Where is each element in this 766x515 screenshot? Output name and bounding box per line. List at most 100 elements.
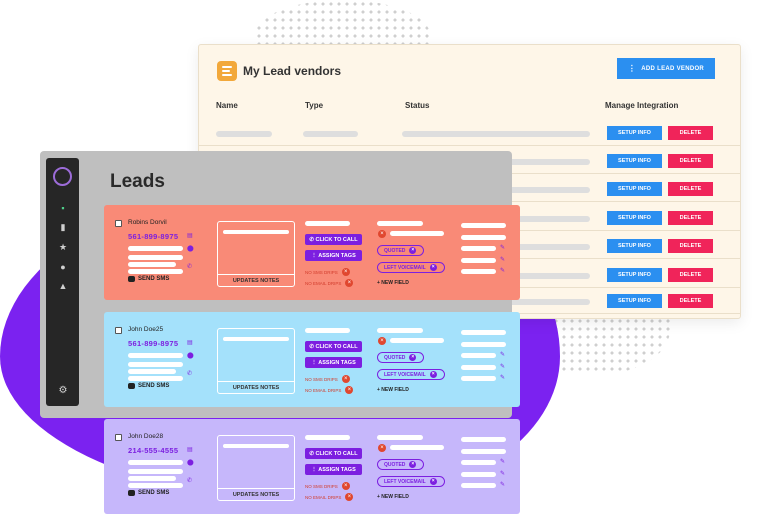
circle-icon[interactable]: ● (60, 262, 66, 272)
star-icon[interactable]: ★ (58, 242, 68, 252)
delete-button[interactable]: DELETE (668, 211, 713, 225)
delete-button[interactable]: DELETE (668, 126, 713, 140)
close-icon[interactable]: × (429, 478, 437, 485)
info-placeholder (128, 246, 183, 251)
settings-icon[interactable]: ⚙ (58, 385, 68, 396)
assign-tags-button[interactable]: ⋮ ASSIGN TAGS (305, 357, 362, 368)
delete-button[interactable]: DELETE (668, 154, 713, 168)
new-field-button[interactable]: + NEW FIELD (377, 387, 409, 393)
setup-info-button[interactable]: SETUP INFO (607, 211, 662, 225)
setup-info-button[interactable]: SETUP INFO (607, 154, 662, 168)
edit-icon[interactable]: ✎ (500, 375, 506, 381)
delete-button[interactable]: DELETE (668, 268, 713, 282)
info-placeholder (128, 476, 176, 481)
close-icon[interactable]: × (345, 279, 354, 287)
list-icon (217, 61, 237, 81)
edit-icon[interactable]: ✎ (500, 268, 506, 274)
quoted-tag[interactable]: QUOTED× (377, 459, 424, 470)
dashboard-icon[interactable]: ▪ (61, 203, 65, 213)
lead-phone[interactable]: 214-555-4555 (128, 446, 179, 455)
close-icon[interactable]: × (429, 264, 437, 271)
send-sms-button[interactable]: SEND SMS (128, 276, 169, 282)
close-icon[interactable]: × (409, 354, 417, 361)
notes-box[interactable]: UPDATES NOTES (217, 221, 295, 287)
left-voicemail-tag[interactable]: LEFT VOICEMAIL× (377, 262, 445, 273)
select-checkbox[interactable] (115, 220, 122, 227)
select-checkbox[interactable] (115, 434, 122, 441)
notes-box[interactable]: UPDATES NOTES (217, 328, 295, 394)
notes-box[interactable]: UPDATES NOTES (217, 435, 295, 501)
notes-input[interactable] (223, 444, 289, 448)
update-notes-button[interactable]: UPDATES NOTES (218, 381, 294, 393)
click-to-call-button[interactable]: ✆ CLICK TO CALL (305, 341, 362, 352)
triangle-icon[interactable]: ▲ (58, 281, 68, 291)
setup-info-button[interactable]: SETUP INFO (607, 182, 662, 196)
close-icon[interactable]: × (429, 371, 437, 378)
left-voicemail-tag[interactable]: LEFT VOICEMAIL× (377, 369, 445, 380)
edit-icon[interactable]: ✎ (500, 352, 506, 358)
close-icon[interactable]: × (409, 461, 417, 468)
vendor-row: SETUP INFO DELETE (199, 119, 740, 146)
edit-icon[interactable]: ✎ (500, 471, 506, 477)
close-icon[interactable]: × (341, 482, 350, 490)
quoted-tag[interactable]: QUOTED× (377, 245, 424, 256)
close-icon[interactable]: × (409, 247, 417, 254)
edit-icon[interactable]: ✎ (500, 364, 506, 370)
quoted-tag[interactable]: QUOTED× (377, 352, 424, 363)
close-icon[interactable]: × (341, 375, 350, 383)
chart-icon[interactable]: ▮ (60, 222, 66, 232)
field-placeholder (461, 246, 496, 251)
close-icon[interactable]: × (378, 230, 386, 238)
setup-info-button[interactable]: SETUP INFO (607, 239, 662, 253)
new-field-button[interactable]: + NEW FIELD (377, 280, 409, 286)
document-icon[interactable]: ▤ (187, 447, 193, 453)
delete-button[interactable]: DELETE (668, 294, 713, 308)
edit-icon[interactable]: ✎ (500, 459, 506, 465)
delete-button[interactable]: DELETE (668, 182, 713, 196)
field-placeholder (377, 221, 423, 226)
no-email-drips: NO EMAIL DRIPS× (305, 386, 354, 394)
lead-name: John Doe25 (128, 326, 164, 333)
no-sms-drips: NO SMS DRIPS× (305, 375, 350, 383)
edit-icon[interactable]: ✎ (500, 257, 506, 263)
send-sms-button[interactable]: SEND SMS (128, 383, 169, 389)
lead-phone[interactable]: 561-899-8975 (128, 339, 179, 348)
close-icon[interactable]: × (345, 386, 354, 394)
phone-icon: ✆ (187, 371, 193, 377)
document-icon[interactable]: ▤ (187, 340, 193, 346)
no-email-drips: NO EMAIL DRIPS× (305, 279, 354, 287)
notes-input[interactable] (223, 230, 289, 234)
update-notes-button[interactable]: UPDATES NOTES (218, 488, 294, 500)
edit-icon[interactable]: ✎ (500, 245, 506, 251)
left-voicemail-tag[interactable]: LEFT VOICEMAIL× (377, 476, 445, 487)
new-field-button[interactable]: + NEW FIELD (377, 494, 409, 500)
field-placeholder (461, 449, 506, 454)
setup-info-button[interactable]: SETUP INFO (607, 294, 662, 308)
click-to-call-button[interactable]: ✆ CLICK TO CALL (305, 448, 362, 459)
delete-button[interactable]: DELETE (668, 239, 713, 253)
send-sms-button[interactable]: SEND SMS (128, 490, 169, 496)
document-icon[interactable]: ▤ (187, 233, 193, 239)
add-lead-vendor-button[interactable]: ⋮ADD LEAD VENDOR (617, 58, 715, 79)
setup-info-button[interactable]: SETUP INFO (607, 268, 662, 282)
select-checkbox[interactable] (115, 327, 122, 334)
close-icon[interactable]: × (378, 444, 386, 452)
page-title: Leads (110, 171, 165, 192)
assign-tags-button[interactable]: ⋮ ASSIGN TAGS (305, 250, 362, 261)
close-icon[interactable]: × (341, 268, 350, 276)
notes-input[interactable] (223, 337, 289, 341)
setup-info-button[interactable]: SETUP INFO (607, 126, 662, 140)
logo-icon (53, 167, 72, 186)
click-to-call-button[interactable]: ✆ CLICK TO CALL (305, 234, 362, 245)
edit-icon[interactable]: ✎ (500, 482, 506, 488)
assign-tags-button[interactable]: ⋮ ASSIGN TAGS (305, 464, 362, 475)
lead-phone[interactable]: 561-899-8975 (128, 232, 179, 241)
close-icon[interactable]: × (345, 493, 354, 501)
field-placeholder (461, 258, 496, 263)
close-icon[interactable]: × (378, 337, 386, 345)
update-notes-button[interactable]: UPDATES NOTES (218, 274, 294, 286)
